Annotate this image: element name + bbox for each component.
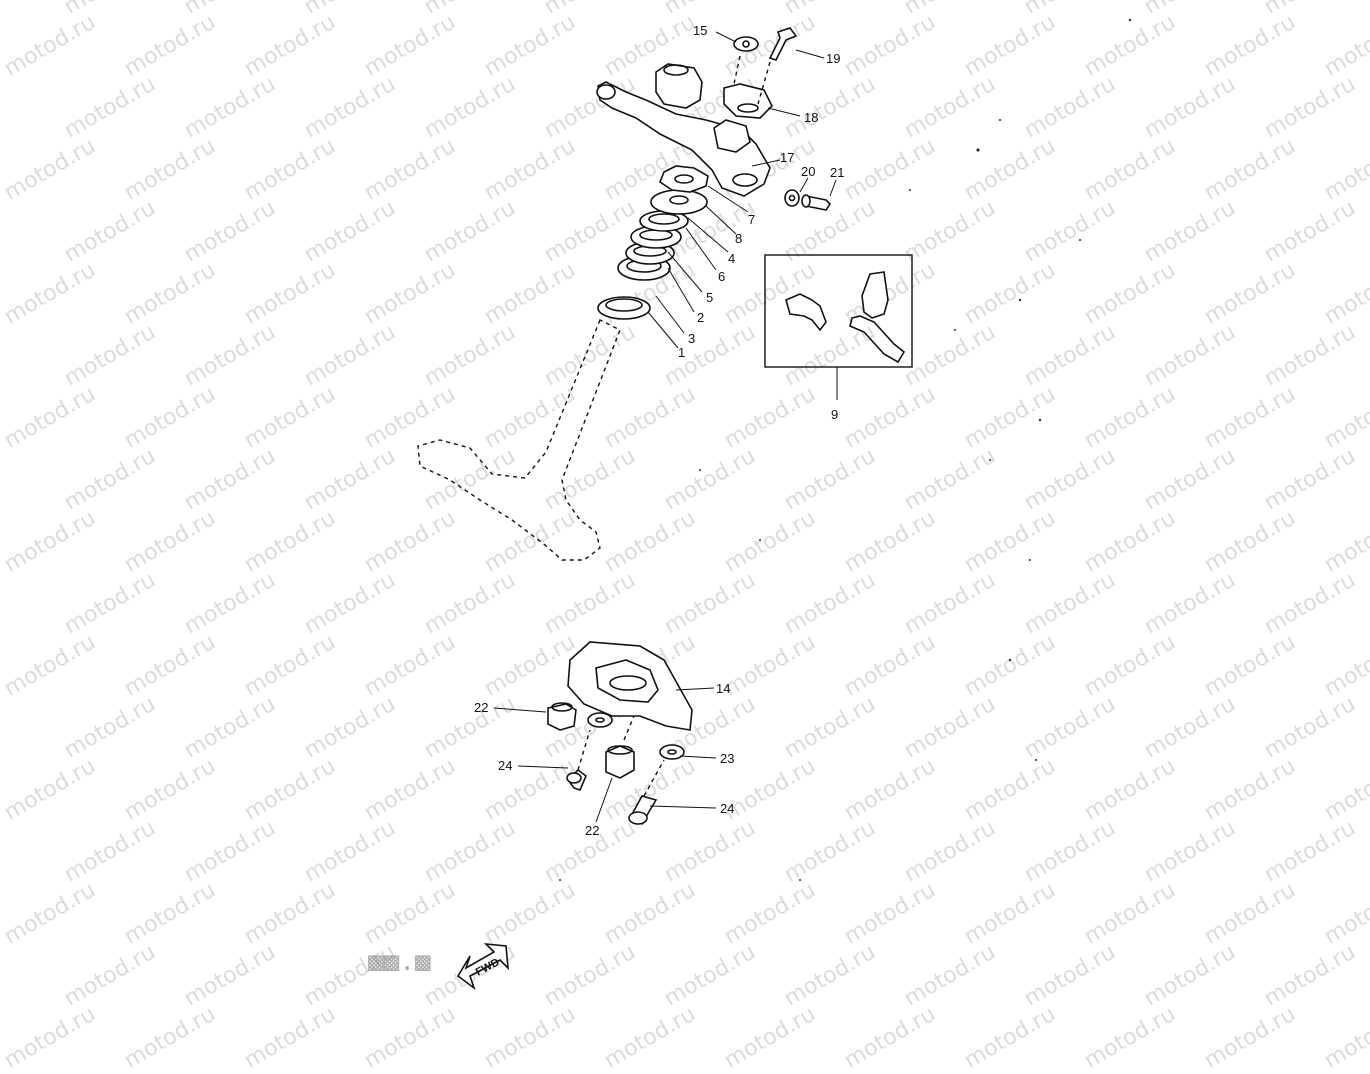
ring-6 (639, 210, 689, 232)
label-24-right: 24 (720, 801, 734, 816)
label-14: 14 (716, 681, 730, 696)
label-9: 9 (831, 407, 838, 422)
label-6: 6 (718, 269, 725, 284)
washer-23a (587, 712, 613, 728)
ring-nut-7 (659, 165, 709, 193)
parts-diagram: 1 2 3 4 5 6 7 8 9 14 15 17 18 19 20 21 2… (368, 18, 1132, 991)
label-21: 21 (830, 165, 844, 180)
fwd-arrow-icon: ▩▩.▩ FWD (368, 942, 509, 991)
handlebar-holder-18 (723, 83, 773, 119)
label-19: 19 (826, 51, 840, 66)
ring-1 (597, 296, 651, 320)
grommet-22b (605, 745, 635, 779)
fwd-badge-text: FWD (474, 956, 502, 978)
scan-specks (559, 18, 1132, 881)
part-labels: 1 2 3 4 5 6 7 8 9 14 15 17 18 19 20 21 2… (474, 23, 844, 838)
washer-23b (659, 744, 685, 760)
label-1: 1 (678, 345, 685, 360)
leader-lines (493, 31, 837, 823)
label-3: 3 (688, 331, 695, 346)
screw-24a (566, 768, 587, 791)
grommet-22a (547, 702, 577, 731)
label-20: 20 (801, 164, 815, 179)
label-5: 5 (706, 290, 713, 305)
label-23: 23 (720, 751, 734, 766)
label-22-top: 22 (474, 700, 488, 715)
screw-24b (628, 795, 658, 826)
upper-bracket-17 (596, 63, 771, 197)
label-15: 15 (693, 23, 707, 38)
washer-20 (784, 189, 800, 207)
label-18: 18 (804, 110, 818, 125)
steering-stem (417, 319, 621, 561)
bolt-19 (733, 27, 798, 105)
nut-15 (733, 36, 759, 52)
part-9-box (764, 254, 913, 400)
label-2: 2 (697, 310, 704, 325)
label-24-left: 24 (498, 758, 512, 773)
plate-14 (567, 641, 693, 731)
svg-text:▩▩.▩: ▩▩.▩ (368, 947, 431, 977)
label-22-bottom: 22 (585, 823, 599, 838)
label-8: 8 (735, 231, 742, 246)
ring-8 (650, 189, 708, 215)
label-7: 7 (748, 212, 755, 227)
bolt-21 (801, 194, 832, 211)
label-4: 4 (728, 251, 735, 266)
label-17: 17 (780, 150, 794, 165)
